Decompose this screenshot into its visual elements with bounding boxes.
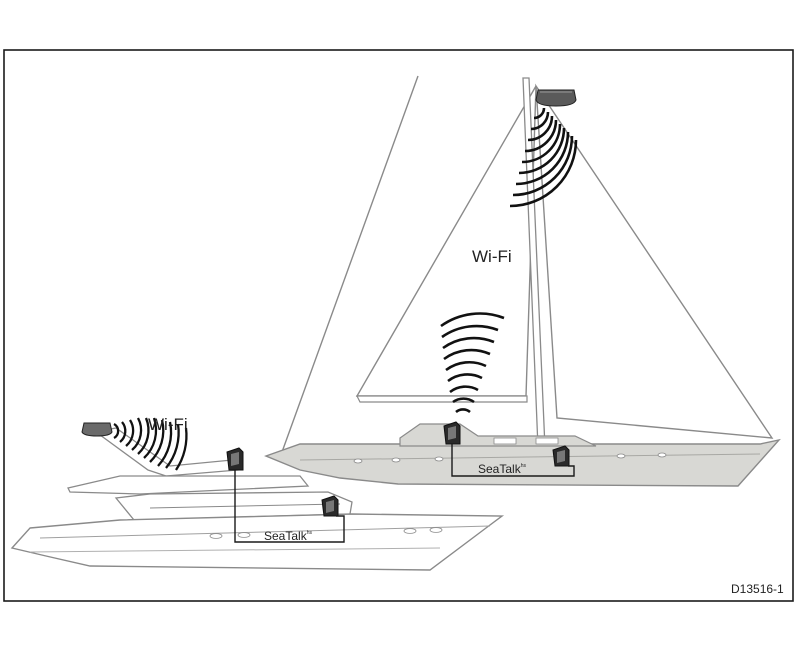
powerboat-seatalk-cable <box>234 470 345 543</box>
powerboat-chine <box>29 547 441 553</box>
sailboat-porthole <box>616 453 626 459</box>
powerboat-porthole <box>237 532 251 538</box>
mast-router-icon <box>535 89 577 107</box>
sailboat: Wi-Fi SeaTalkhs <box>264 75 781 487</box>
sailboat-jib <box>535 83 774 439</box>
sailboat-boom <box>356 395 528 403</box>
powerboat-porthole <box>209 533 223 539</box>
powerboat-window-band <box>149 503 341 509</box>
sailboat-window <box>493 437 517 445</box>
sailboat-window <box>535 437 559 445</box>
powerboat-porthole <box>403 528 417 534</box>
bulkhead-unit-icon <box>443 421 461 445</box>
sailboat-wifi-label: Wi-Fi <box>472 247 512 266</box>
sailboat-porthole <box>391 457 401 463</box>
powerboat-seatalk-label: SeaTalkhs <box>264 529 312 543</box>
wifi-waves-radar <box>113 417 188 471</box>
powerboat-porthole <box>429 527 443 533</box>
helm-unit-icon <box>321 495 339 517</box>
powerboat-rubrail <box>39 525 491 539</box>
radar-dome-icon <box>81 422 113 437</box>
flybridge-unit-icon <box>226 447 244 471</box>
powerboat-flybridge <box>67 475 310 495</box>
wifi-waves-mast <box>509 107 578 208</box>
powerboat-wifi-label: Wi-Fi <box>148 415 188 434</box>
sailboat-backstay <box>281 75 419 453</box>
wifi-waves-deck <box>440 312 505 414</box>
figure-reference: D13516-1 <box>731 582 784 596</box>
powerboat: Wi-Fi SeaTalkhs <box>10 415 505 571</box>
sailboat-seatalk-label: SeaTalkhs <box>478 462 526 476</box>
display-unit-icon <box>552 445 570 467</box>
sailboat-porthole <box>353 458 363 464</box>
sailboat-sheer-line <box>299 453 761 461</box>
sailboat-porthole <box>657 452 667 458</box>
sailboat-seatalk-cable <box>451 444 575 477</box>
sailboat-porthole <box>434 456 444 462</box>
